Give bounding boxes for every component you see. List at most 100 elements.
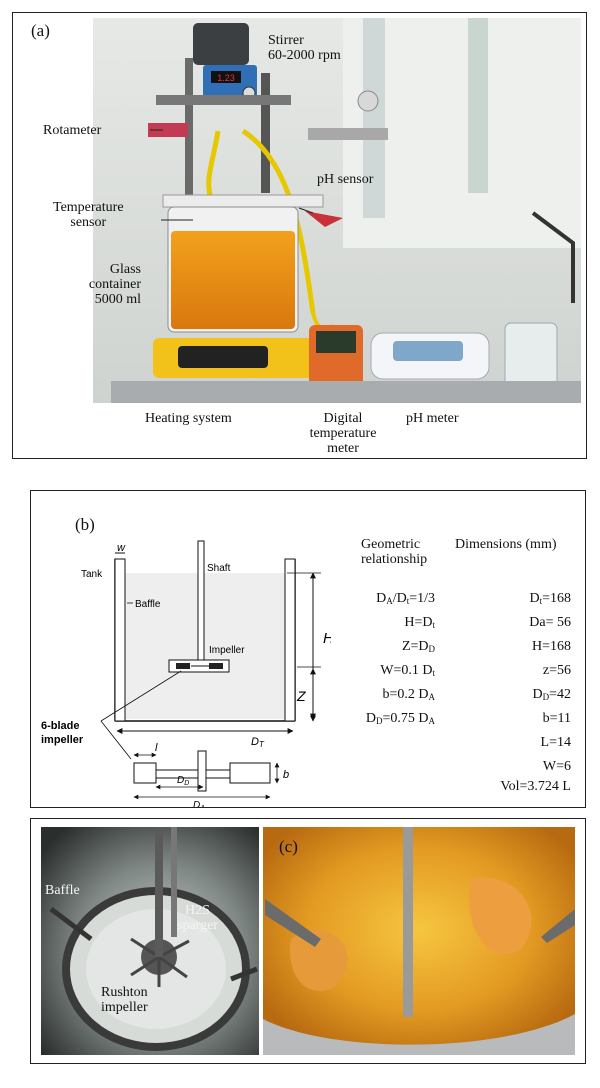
row-part-b: /D (392, 591, 407, 606)
row-part-a: D (529, 591, 540, 606)
row-part-a: z=56 (542, 663, 571, 678)
DD-label: DD (177, 775, 189, 787)
b-label: b (283, 769, 289, 781)
rotameter-body (148, 123, 188, 137)
six-blade-label-line2: impeller (41, 734, 84, 746)
glass-container-line3: 5000 ml (94, 292, 141, 307)
panel-a-photo: 1.23 (a) Stirrer (12, 12, 587, 459)
row-part-asub: t (432, 668, 435, 678)
row-part-a: b=11 (542, 711, 571, 726)
w-label: w (117, 542, 126, 554)
row-part-asub: A (386, 596, 393, 606)
sparger-label-line2: sparger (177, 918, 218, 933)
impeller-label: Impeller (209, 645, 245, 656)
temperature-sensor-line1: Temperature (53, 200, 124, 215)
glass-container-line2: container (88, 277, 141, 292)
temperature-sensor-label: Temperature sensor (53, 200, 124, 230)
l-label: l (155, 742, 158, 754)
heating-system-label: Heating system (145, 411, 232, 426)
baffle-photo-label: Baffle (45, 883, 80, 898)
right-baffle (284, 558, 296, 722)
sparger-label-line1: H2S (185, 903, 210, 918)
row-part-bsub: A (428, 716, 436, 726)
row-part-a: H=168 (531, 639, 571, 654)
DA-label: DA (193, 800, 205, 807)
row-part-asub: D (375, 716, 383, 726)
table-row: W=6 (451, 759, 571, 774)
row-part-a: L=14 (540, 735, 571, 750)
table-row: Dt=168 (451, 591, 571, 609)
shaft (197, 540, 205, 667)
row-part-asub: t (539, 596, 543, 606)
stirrer-label: Stirrer 60-2000 rpm (268, 33, 341, 63)
table-row: Z=DD (313, 639, 435, 657)
panel-c-photos: Baffle H2S sparger Rushton impeller (c) (30, 818, 586, 1064)
ph-sensor-label: pH sensor (317, 172, 374, 187)
temperature-sensor-line2: sensor (70, 215, 107, 230)
table-row: H=Dt (313, 615, 435, 633)
row-part-c: =1/3 (409, 591, 435, 606)
tank-label: Tank (81, 569, 103, 580)
left-baffle (114, 558, 126, 722)
panel-b-tag: (b) (75, 515, 95, 534)
row-part-a: H=D (404, 615, 433, 630)
row-part-asub: t (432, 620, 435, 630)
impeller-photos (41, 827, 575, 1055)
table-row: DA/Dt=1/3 (313, 591, 435, 609)
stirrer-label-line1: Stirrer (268, 33, 304, 48)
ph-probe-clip (305, 211, 343, 227)
table-row: b=0.2 DA (313, 687, 435, 705)
table-row: DD=0.75 DA (313, 711, 435, 729)
panel-c-tag: (c) (279, 837, 298, 856)
glass-container-line1: Glass (109, 262, 141, 277)
six-blade-label-line1: 6-blade (41, 720, 80, 732)
row-part-a: b=0.2 D (382, 687, 429, 702)
stirrer-display: 1.23 (217, 73, 235, 83)
reactor-photo: 1.23 (93, 18, 581, 403)
stirrer-label-line2: 60-2000 rpm (268, 48, 341, 63)
geometric-header-line1: Geometric (361, 537, 421, 552)
reactor-liquid (171, 231, 295, 329)
table-row: L=14 (451, 735, 571, 750)
rotameter-label: Rotameter (43, 123, 102, 138)
shaft-label: Shaft (207, 563, 231, 574)
stirrer-motor (193, 23, 249, 65)
row-part-asub: A (428, 692, 436, 702)
row-part-a: D (365, 711, 376, 726)
table-row: DD=42 (451, 687, 571, 705)
row-part-a: W=6 (542, 759, 571, 774)
panel-a-tag: (a) (31, 21, 50, 40)
dimensions-header: Dimensions (mm) (455, 537, 557, 552)
tank-schematic: w Tank Shaft Baffle Impeller H Z DT 6-bl… (41, 540, 331, 807)
digital-temperature-meter-label: Digital temperature meter (293, 411, 393, 456)
table-row: Da= 56 (451, 615, 571, 630)
row-part-a: Da= 56 (529, 615, 571, 630)
row-part-a: W=0.1 D (380, 663, 433, 678)
row-part-b: =0.75 D (382, 711, 429, 726)
H-label: H (323, 630, 331, 647)
geometric-relationship-header: Geometric relationship (361, 537, 427, 567)
glass-container-label: Glass container 5000 ml (83, 262, 141, 307)
geometric-header-line2: relationship (361, 552, 428, 567)
row-part-bsub: t (406, 596, 410, 606)
baffle-label: Baffle (135, 599, 161, 610)
table-row: b=11 (451, 711, 571, 726)
DT-label: DT (251, 736, 265, 749)
row-part-a: D (532, 687, 543, 702)
row-part-c: =168 (542, 591, 571, 606)
Z-label: Z (296, 688, 306, 704)
row-part-a: Z=D (401, 639, 429, 654)
h2s-sparger-label: H2S sparger (177, 903, 218, 933)
volume-value: Vol=3.724 L (500, 779, 571, 794)
row-part-asub: D (428, 644, 436, 654)
panel-b-geometry: (b) (30, 490, 586, 808)
digital-meter-line1: Digital (323, 411, 363, 426)
row-part-c: =42 (549, 687, 571, 702)
digital-meter-line3: meter (327, 441, 359, 456)
row-part-a: D (376, 591, 387, 606)
rushton-label-line1: Rushton (101, 985, 148, 1000)
table-row: z=56 (451, 663, 571, 678)
table-row: W=0.1 Dt (313, 663, 435, 681)
ph-meter-label: pH meter (406, 411, 459, 426)
digital-meter-line2: temperature (309, 426, 377, 441)
